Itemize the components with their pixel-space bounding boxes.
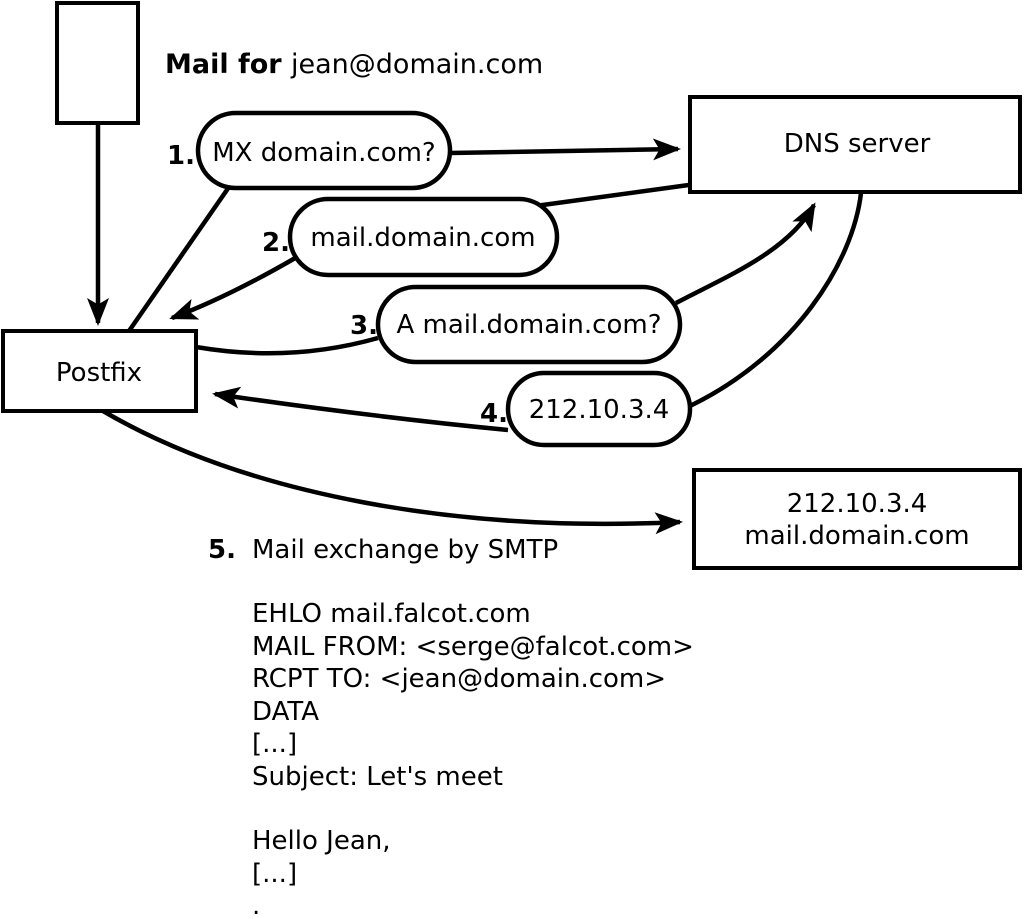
step1-query: 1. MX domain.com? bbox=[167, 110, 453, 191]
step5-number: 5. bbox=[208, 535, 236, 565]
postfix-label: Postfix bbox=[56, 358, 142, 388]
arrow-postfix-to-mailserver bbox=[101, 409, 683, 535]
step4-pill bbox=[505, 370, 693, 448]
dns-server-box bbox=[688, 95, 1022, 194]
arrow-answer2-to-postfix bbox=[169, 255, 299, 321]
mail-server-box bbox=[692, 468, 1022, 570]
step1-label: MX domain.com? bbox=[212, 138, 435, 168]
dns-server-label: DNS server bbox=[784, 129, 931, 159]
smtp-line: [...] bbox=[252, 729, 297, 759]
smtp-line: RCPT TO: <jean@domain.com> bbox=[252, 664, 666, 694]
smtp-line: DATA bbox=[252, 697, 319, 727]
sender-message-box bbox=[55, 1, 140, 125]
step5-label: Mail exchange by SMTP bbox=[252, 535, 558, 565]
postfix-box bbox=[1, 329, 198, 413]
mail-server-node: 212.10.3.4 mail.domain.com bbox=[692, 468, 1022, 570]
mail-server-hostname: mail.domain.com bbox=[744, 521, 969, 551]
dns-server-node: DNS server bbox=[688, 95, 1022, 194]
arrow-answer4-to-postfix bbox=[212, 386, 509, 433]
step4-number: 4. bbox=[480, 399, 508, 429]
line-dns-to-answer4 bbox=[689, 192, 864, 409]
smtp-line: EHLO mail.falcot.com bbox=[252, 599, 531, 629]
step1-pill bbox=[195, 110, 453, 191]
smtp-line: MAIL FROM: <serge@falcot.com> bbox=[252, 632, 694, 662]
smtp-session-transcript: EHLO mail.falcot.com MAIL FROM: <serge@f… bbox=[252, 599, 694, 919]
step4-label: 212.10.3.4 bbox=[529, 395, 670, 425]
step2-pill bbox=[287, 196, 560, 278]
mail-title-label: Mail for jean@domain.com bbox=[165, 49, 543, 80]
step4-answer: 4. 212.10.3.4 bbox=[480, 370, 693, 448]
step2-number: 2. bbox=[262, 228, 290, 258]
step2-label: mail.domain.com bbox=[310, 223, 535, 253]
mail-server-ip: 212.10.3.4 bbox=[787, 489, 928, 519]
step3-query: 3. A mail.domain.com? bbox=[350, 284, 683, 365]
arrow-query1-to-dns bbox=[449, 138, 681, 161]
step3-pill bbox=[375, 284, 683, 365]
mail-title-address: jean@domain.com bbox=[290, 49, 543, 80]
mail-title-prefix: Mail for bbox=[165, 49, 291, 80]
step3-number: 3. bbox=[350, 311, 378, 341]
step5-smtp-exchange: 5. Mail exchange by SMTP bbox=[208, 535, 558, 565]
line-postfix-to-query1 bbox=[127, 185, 231, 333]
smtp-line: [...] bbox=[252, 859, 297, 889]
smtp-line: Subject: Let's meet bbox=[252, 762, 503, 792]
line-postfix-to-query3 bbox=[195, 335, 379, 356]
line-dns-to-answer2 bbox=[527, 181, 697, 210]
postfix-node: Postfix bbox=[1, 329, 198, 413]
step2-answer: 2. mail.domain.com bbox=[262, 196, 560, 278]
smtp-line: . bbox=[252, 891, 260, 919]
arrow-query3-to-dns bbox=[674, 202, 816, 305]
smtp-line: Hello Jean, bbox=[252, 826, 391, 856]
step3-label: A mail.domain.com? bbox=[397, 310, 662, 340]
step1-number: 1. bbox=[167, 141, 195, 171]
